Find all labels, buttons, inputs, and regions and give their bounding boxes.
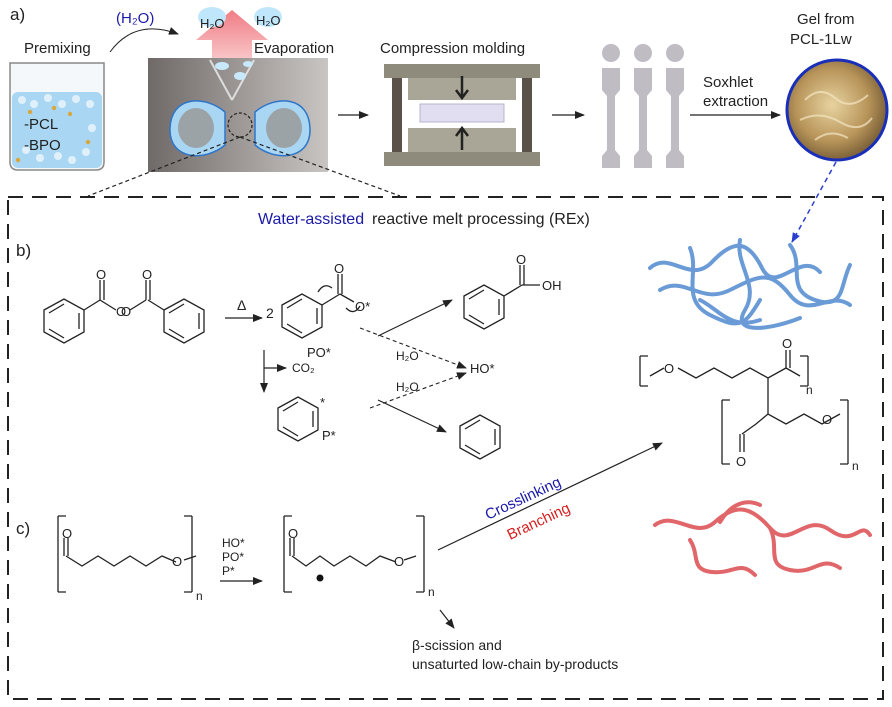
crosslink-o4: O <box>822 412 832 427</box>
scission-label-2: unsaturted low-chain by-products <box>412 656 618 672</box>
zoom-line-left <box>87 136 241 197</box>
h2o-left-label: H₂O <box>200 16 225 31</box>
panel-a-label: a) <box>10 5 25 24</box>
specimens <box>602 44 684 168</box>
panel-c-label: c) <box>16 519 30 538</box>
radical-ester-o: O <box>394 554 404 569</box>
pcl-ester-o: O <box>172 554 182 569</box>
scission-label-1: β-scission and <box>412 637 502 653</box>
dashed-arrow-p-ho <box>369 372 467 409</box>
soxhlet-label-2: extraction <box>703 93 768 110</box>
soxhlet-label-1: Soxhlet <box>703 74 754 91</box>
pcl-carbonyl-o: O <box>62 526 72 541</box>
initiator-p: P* <box>222 564 235 578</box>
pcl-repeat-unit <box>57 515 197 593</box>
bpo-label: -BPO <box>24 137 61 154</box>
evaporation-label: Evaporation <box>254 40 334 57</box>
h2o-right-label: H₂O <box>256 13 281 28</box>
gel-label-1: Gel from <box>797 11 855 28</box>
twin-screw-extruder <box>148 7 328 172</box>
phenyl-radical <box>277 396 319 442</box>
phenyl-star: * <box>320 395 325 410</box>
crosslinked-network-image <box>648 238 852 330</box>
branched-polymer-image <box>653 500 872 577</box>
gel-label-2: PCL-1Lw <box>790 31 852 48</box>
bpo-o2: O <box>142 267 152 282</box>
compression-label: Compression molding <box>380 40 525 57</box>
radical-n: n <box>428 585 435 599</box>
bpo-o3: O <box>116 304 126 319</box>
crosslink-n2: n <box>852 459 859 473</box>
bpo-o1: O <box>96 267 106 282</box>
po-label: PO* <box>307 345 331 360</box>
h2o-label-2: H₂O <box>396 380 419 394</box>
benzene <box>459 414 501 460</box>
crosslink-o1: O <box>664 361 674 376</box>
water-assisted-title: Water-assisted <box>258 211 364 228</box>
rex-dashed-box <box>7 196 884 700</box>
h2o-label-1: H₂O <box>396 349 419 363</box>
delta-label: Δ <box>237 297 246 313</box>
benzoic-acid <box>463 265 540 330</box>
initiator-po: PO* <box>222 550 244 564</box>
crosslink-o2: O <box>782 336 792 351</box>
pcl-n: n <box>196 589 203 603</box>
radical-carbonyl-o: O <box>288 526 298 541</box>
radical-o-star: O* <box>355 299 370 314</box>
bpo-molecule <box>43 280 205 344</box>
co2-label: CO₂ <box>292 361 315 375</box>
radical-dot <box>316 574 324 582</box>
beaker: -PCL -BPO <box>9 62 105 171</box>
panel-b-label: b) <box>16 241 31 260</box>
dashed-arrow-po-ho <box>359 327 467 369</box>
crosslink-n1: n <box>806 383 813 397</box>
pcl-label: -PCL <box>24 116 58 133</box>
compression-mold <box>384 64 540 166</box>
initiator-ho: HO* <box>222 536 245 550</box>
coefficient-2: 2 <box>266 305 274 321</box>
p-label: P* <box>322 428 336 443</box>
arrow-to-benzene <box>377 399 447 433</box>
gel-dashed-arrow <box>791 161 837 243</box>
premix-to-extruder-arrow <box>109 27 179 53</box>
crosslink-o3: O <box>736 454 746 469</box>
bpo-o4: O <box>121 304 131 319</box>
crosslinking-arrow <box>437 442 663 551</box>
radical-o-carbonyl: O <box>334 261 344 276</box>
arrow-to-benzoic <box>377 299 453 337</box>
pcl-radical <box>283 515 425 593</box>
scission-arrow <box>439 609 455 629</box>
zoom-line-right <box>239 136 401 197</box>
gel-photo <box>785 58 889 162</box>
premixing-label: Premixing <box>24 40 91 57</box>
benzoyloxy-radical <box>281 274 361 339</box>
ho-label: HO* <box>470 361 495 376</box>
oh-label: OH <box>542 278 562 293</box>
benzoic-o: O <box>516 252 526 267</box>
crosslinked-structure <box>639 350 849 465</box>
water-label: (H₂O) <box>116 10 154 27</box>
rex-title: reactive melt processing (REx) <box>372 211 590 228</box>
